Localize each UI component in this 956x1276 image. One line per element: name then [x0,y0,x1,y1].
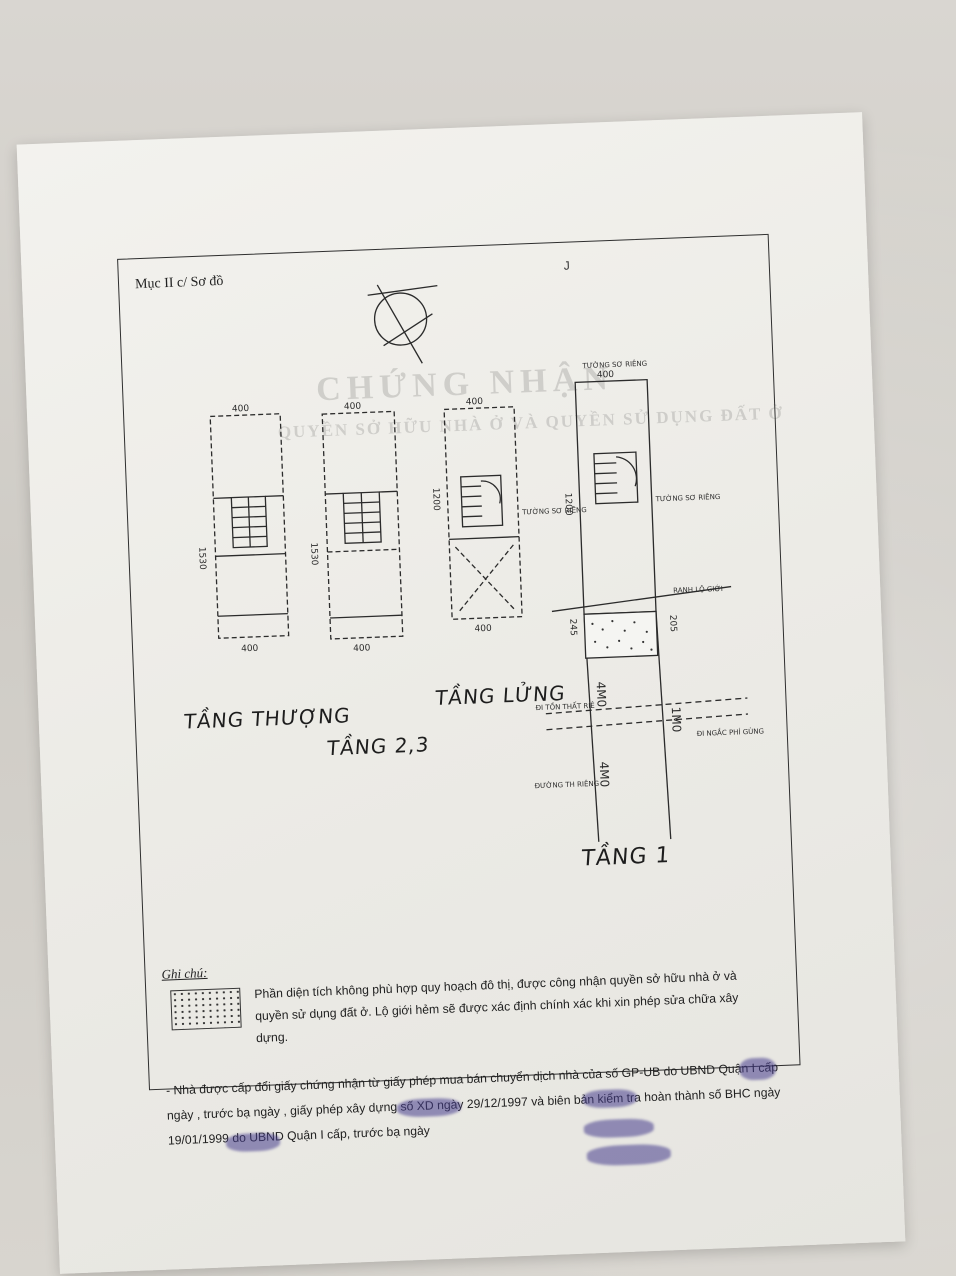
dim-roof-bottom: 400 [241,644,259,655]
label-mezzanine: TẦNG LỬNG [434,680,567,711]
encroachment-hatch [583,610,659,659]
note-right-wall: TƯỜNG SƠ RIÊNG [655,492,721,504]
plan-roof [209,413,290,639]
paper-sheet: CHỨNG NHẬN QUYỀN SỞ HỮU NHÀ Ở VÀ QUYỀN S… [16,112,906,1274]
plan-ground-floor [545,378,749,842]
dim-floor23-width: 400 [344,402,362,413]
dim-mezz-bottom: 400 [474,624,492,635]
drawing-frame: Mục II c/ Sơ đồ J [117,233,801,1167]
note-alley-bottom: ĐƯỜNG TH RIÊNG [534,779,599,790]
plan-mezzanine-stair [460,474,504,528]
dim-ground-width: 400 [597,370,615,381]
plan-floor-2-3-stair [325,490,398,545]
dim-ground-205: 205 [667,615,678,633]
dim-floor23-bottom: 400 [353,643,371,654]
note-title: Ghi chú: [161,964,208,982]
legend-dotted-swatch [170,987,242,1031]
label-floor-2-3: TẦNG 2,3 [326,732,431,761]
redaction-mark [586,1143,672,1167]
dim-alley-4m-b: 4M0 [597,761,612,787]
note-section: Ghi chú: Phần diện tích không phù hợp qu… [161,943,774,1066]
compass-icon [367,284,438,364]
plan-floor-2-3 [321,410,404,640]
note-alley-right: ĐI NGẮC PHÍ GÙNG [697,725,765,738]
dim-alley-4m: 4M0 [594,681,609,707]
plan-roof-stair [213,495,284,549]
note-mezz-wall: TƯỜNG SƠ RIÊNG [521,505,587,517]
dim-floor23-depth: 1530 [308,542,319,566]
plan-mezzanine [443,406,523,620]
floor-plan-drawing: 400 400 400 400 400 400 400 1530 1530 12… [196,284,765,842]
dim-roof-depth: 1530 [196,547,207,571]
note-text: Phần diện tích không phù hợp quy hoạch đ… [254,968,739,1046]
dim-roof-width: 400 [232,404,250,415]
redaction-mark [739,1057,777,1081]
dim-mezz-width: 400 [466,397,484,408]
dim-ground-245: 245 [567,618,578,636]
redaction-mark [583,1117,655,1139]
dim-mezz-depth: 1200 [430,488,441,512]
note-alley-left: ĐI TỒN THẤT RIÊ [535,700,594,712]
dim-ground-depth: 1200 [562,493,573,517]
label-ground-floor: TẦNG 1 [580,843,672,872]
note-shared-wall: TƯỜNG SƠ RIÊNG [581,359,647,371]
encroachment-dots [591,620,653,651]
dim-alley-1m: 1M0 [669,707,684,733]
note-boundary: RANH LỘ GIỚI [673,584,723,595]
